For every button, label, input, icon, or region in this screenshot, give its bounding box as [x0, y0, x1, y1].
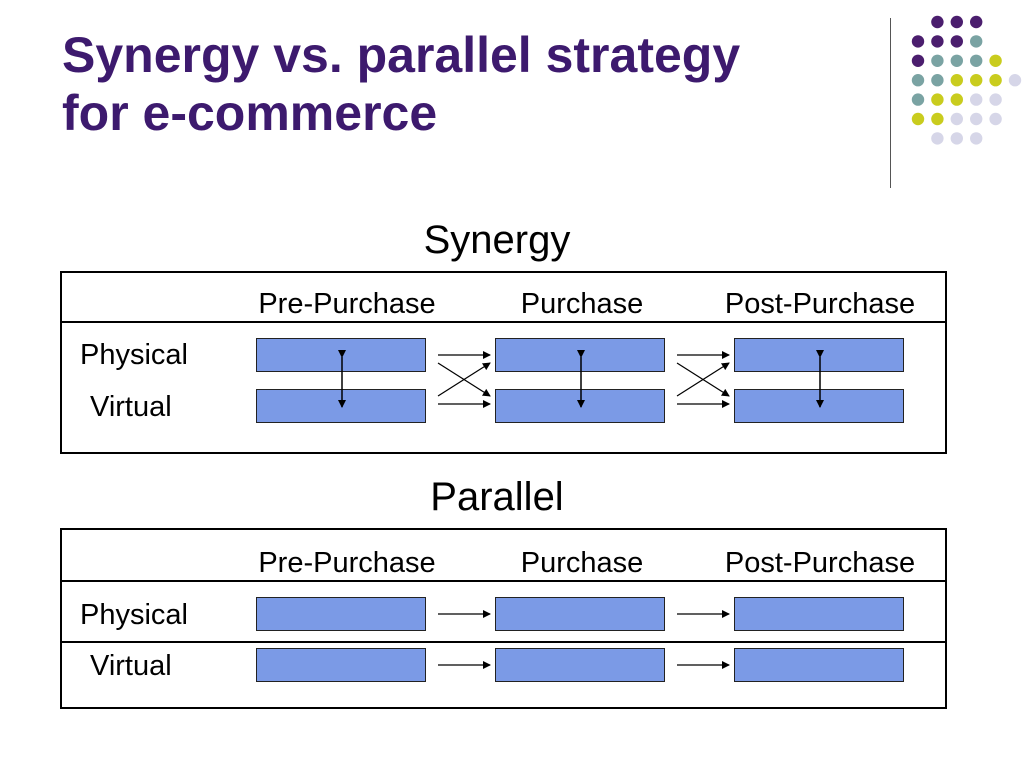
- decorative-dot: [970, 93, 983, 106]
- parallel-virtual-pre-purchase-box: [256, 648, 426, 682]
- decorative-dot: [950, 15, 963, 29]
- parallel-stage-pre-purchase: Pre-Purchase: [258, 547, 436, 579]
- decorative-dot: [970, 54, 983, 67]
- synergy-arrows: [338, 350, 824, 408]
- parallel-stage-purchase: Purchase: [520, 547, 644, 579]
- decorative-dot: [931, 112, 944, 126]
- parallel-arrows: [438, 610, 730, 669]
- parallel-row-physical: Physical: [80, 599, 188, 631]
- title-line-1: Synergy vs. parallel strategy: [62, 27, 741, 83]
- parallel-stage-post-purchase: Post-Purchase: [724, 547, 916, 579]
- synergy-row-physical: Physical: [80, 339, 188, 371]
- decorative-dot: [970, 35, 983, 48]
- synergy-row-virtual: Virtual: [90, 391, 172, 423]
- decorative-dot: [931, 35, 944, 48]
- parallel-heading: Parallel: [430, 475, 564, 519]
- parallel-physical-pre-purchase-box: [256, 597, 426, 631]
- decorative-dot: [931, 132, 944, 145]
- header-divider: [62, 321, 945, 323]
- decorative-dot: [931, 74, 944, 87]
- synergy-arrow-virt-phys-2: [676, 362, 730, 397]
- decorative-dot: [970, 15, 983, 29]
- decorative-dot: [950, 54, 963, 67]
- synergy-stage-purchase: Purchase: [520, 288, 644, 320]
- synergy-stage-pre-purchase: Pre-Purchase: [258, 288, 436, 320]
- decorative-dot: [989, 74, 1002, 87]
- decorative-dot: [911, 35, 925, 48]
- row-divider: [62, 641, 945, 643]
- header-divider: [62, 580, 945, 582]
- decorative-dot: [970, 132, 983, 145]
- decorative-dot: [950, 93, 963, 106]
- decorative-dot: [989, 54, 1002, 67]
- decorative-dot: [931, 54, 944, 67]
- decorative-dot: [931, 93, 944, 106]
- decorative-dot-grid: [911, 15, 1022, 145]
- title-line-2: for e-commerce: [62, 85, 438, 141]
- slide-title: Synergy vs. parallel strategy for e-comm…: [62, 26, 862, 142]
- decorative-dot: [911, 54, 925, 67]
- parallel-virtual-post-purchase-box: [734, 648, 904, 682]
- parallel-row-virtual: Virtual: [90, 650, 172, 682]
- decorative-dot: [950, 132, 963, 145]
- decorative-dot: [970, 74, 983, 87]
- decorative-dot: [911, 93, 925, 106]
- decorative-dot: [970, 112, 983, 126]
- decorative-dot: [911, 112, 925, 126]
- parallel-panel: Pre-Purchase Purchase Post-Purchase Phys…: [60, 528, 947, 709]
- parallel-physical-post-purchase-box: [734, 597, 904, 631]
- decorative-dot: [989, 93, 1002, 106]
- synergy-stage-post-purchase: Post-Purchase: [724, 288, 916, 320]
- synergy-heading: Synergy: [423, 218, 571, 262]
- decorative-dot: [931, 15, 944, 29]
- decorative-dot: [989, 112, 1002, 126]
- decorative-dot: [1008, 74, 1022, 87]
- decorative-dot: [911, 74, 925, 87]
- synergy-arrow-virt-phys-1: [437, 362, 491, 397]
- decorative-dot: [950, 112, 963, 126]
- decorative-vertical-rule: [890, 18, 891, 188]
- parallel-virtual-purchase-box: [495, 648, 665, 682]
- parallel-physical-purchase-box: [495, 597, 665, 631]
- decorative-dot: [950, 35, 963, 48]
- decorative-dot: [950, 74, 963, 87]
- synergy-panel: Pre-Purchase Purchase Post-Purchase Phys…: [60, 271, 947, 454]
